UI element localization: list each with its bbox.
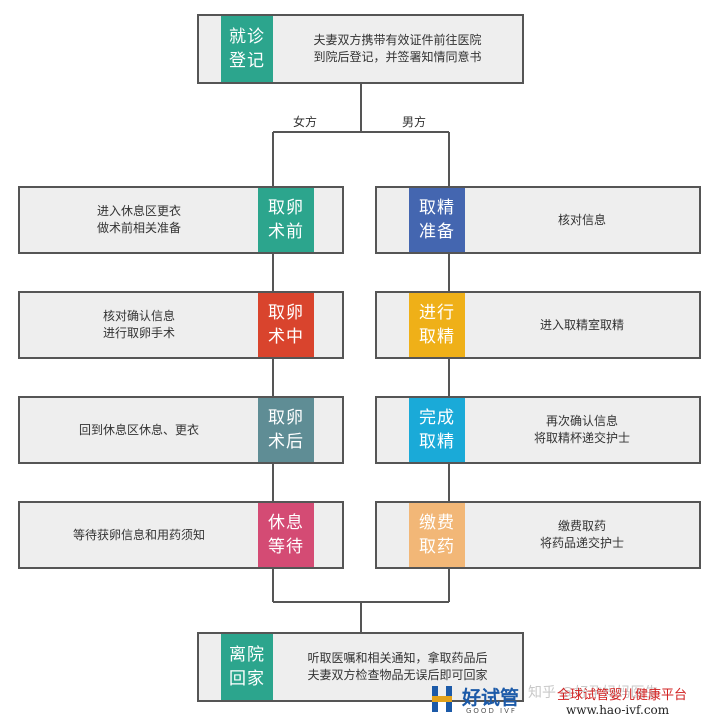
discharge-tag: 离院 回家 [221,634,273,700]
logo-icon [432,684,458,714]
registration-box: 就诊 登记 夫妻双方携带有效证件前往医院 到院后登记，并签署知情同意书 [197,14,524,84]
discharge-box: 离院 回家 听取医嘱和相关通知，拿取药品后 夫妻双方检查物品无误后即可回家 [197,632,524,702]
zhihu-watermark: 知乎 @好孕妈妈医生 [528,685,659,701]
male-step-desc: 再次确认信息 将取精杯递交护士 [533,414,630,445]
registration-tag: 就诊 登记 [221,16,273,82]
male-step-tag: 取精 准备 [409,188,465,252]
registration-desc: 夫妻双方携带有效证件前往医院 到院后登记，并签署知情同意书 [313,33,482,64]
female-step-desc: 回到休息区休息、更衣 [78,422,199,437]
male-step-box: 进入取精室取精 进行 取精 [375,291,701,359]
male-step-box: 缴费取药 将药品递交护士 缴费 取药 [375,501,701,569]
female-step-box: 等待获卵信息和用药须知 休息 等待 [18,501,344,569]
male-branch-label: 男方 [402,115,427,129]
male-step-tag: 进行 取精 [409,293,465,357]
logo-subtext: GOOD IVF [466,707,517,715]
female-step-desc: 等待获卵信息和用药须知 [72,527,205,542]
logo-text: 好试管 [462,687,520,709]
male-step-box: 核对信息 取精 准备 [375,186,701,254]
male-step-desc: 缴费取药 将药品递交护士 [539,519,624,550]
female-step-box: 进入休息区更衣 做术前相关准备 取卵 术前 [18,186,344,254]
female-step-tag: 休息 等待 [258,503,314,567]
male-step-desc: 核对信息 [557,212,606,227]
male-step-box: 再次确认信息 将取精杯递交护士 完成 取精 [375,396,701,464]
female-branch-label: 女方 [293,115,318,129]
male-step-tag: 完成 取精 [409,398,465,462]
female-step-box: 回到休息区休息、更衣 取卵 术后 [18,396,344,464]
female-step-box: 核对确认信息 进行取卵手术 取卵 术中 [18,291,344,359]
female-step-tag: 取卵 术后 [258,398,314,462]
site-url: www.hao-ivf.com [566,703,670,717]
slogan-text: 全球试管婴儿健康平台 [557,688,688,703]
female-step-tag: 取卵 术前 [258,188,314,252]
discharge-desc: 听取医嘱和相关通知，拿取药品后 夫妻双方检查物品无误后即可回家 [307,651,488,682]
male-step-desc: 进入取精室取精 [539,317,624,332]
female-step-desc: 进入休息区更衣 做术前相关准备 [96,204,181,235]
female-step-desc: 核对确认信息 进行取卵手术 [102,309,175,340]
female-step-tag: 取卵 术中 [258,293,314,357]
male-step-tag: 缴费 取药 [409,503,465,567]
